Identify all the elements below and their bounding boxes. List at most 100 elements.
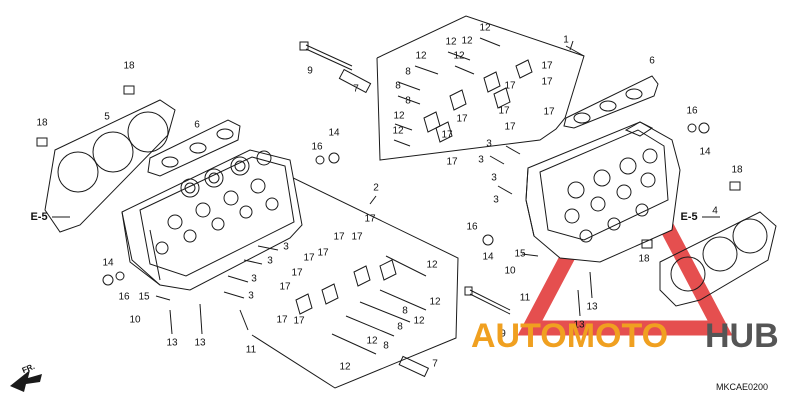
- callout-c18d: 18: [638, 253, 650, 265]
- bolt-9-upper: [299, 41, 353, 71]
- callout-c17i: 17: [543, 106, 555, 118]
- callout-c3c: 3: [491, 172, 497, 184]
- callout-c17p: 17: [279, 281, 291, 293]
- front-arrow-icon: [10, 370, 42, 392]
- callout-c15a: 15: [514, 248, 526, 260]
- dowel-18-d: [641, 239, 653, 249]
- bolts-upper: [393, 37, 533, 195]
- callout-c12k: 12: [366, 335, 378, 347]
- callout-c3g: 3: [251, 273, 257, 285]
- callout-c8f: 8: [383, 340, 389, 352]
- callout-c6a: 6: [649, 55, 655, 67]
- callout-c12c: 12: [415, 50, 427, 62]
- reference-r1: E-5: [30, 211, 48, 223]
- bolts-lower: [155, 245, 593, 355]
- callout-c15b: 15: [138, 291, 150, 303]
- callout-c8c: 8: [405, 95, 411, 107]
- callout-c16b: 16: [686, 105, 698, 117]
- callout-c11b: 11: [245, 344, 257, 356]
- callout-c17l: 17: [351, 231, 363, 243]
- callout-c12i: 12: [429, 296, 441, 308]
- assembly-box-2: [251, 157, 459, 389]
- cylinder-head-right: [525, 121, 681, 263]
- callout-c18b: 18: [36, 117, 48, 129]
- callout-c14a: 14: [328, 127, 340, 139]
- callout-c17a: 17: [541, 60, 553, 72]
- callout-c2: 2: [373, 182, 379, 194]
- callout-c17h: 17: [504, 121, 516, 133]
- nut-14-d: [102, 274, 114, 286]
- callout-c17c: 17: [504, 80, 516, 92]
- callout-c8d: 8: [402, 305, 408, 317]
- callout-c18c: 18: [731, 164, 743, 176]
- head-gasket-right: [659, 211, 777, 307]
- callout-c17q: 17: [276, 314, 288, 326]
- callout-c14d: 14: [102, 257, 114, 269]
- callout-c4: 4: [712, 205, 718, 217]
- callout-c13a: 13: [586, 301, 598, 313]
- callout-c11a: 11: [519, 292, 531, 304]
- callout-c14c: 14: [482, 251, 494, 263]
- head-gasket-left: [44, 99, 176, 233]
- nut-14-a: [328, 152, 340, 164]
- callout-c10b: 10: [129, 314, 141, 326]
- callout-c8a: 8: [405, 66, 411, 78]
- callout-c12b: 12: [445, 36, 457, 48]
- callout-c18a: 18: [123, 60, 135, 72]
- watermark-text-secondary: HUB: [705, 317, 779, 355]
- callout-c3f: 3: [267, 255, 273, 267]
- callout-c3a: 3: [486, 138, 492, 150]
- callout-c17e: 17: [456, 113, 468, 125]
- exhaust-gasket-left: [147, 119, 241, 177]
- callout-c5: 5: [104, 111, 110, 123]
- callout-c16a: 16: [311, 141, 323, 153]
- reference-r2: E-5: [680, 211, 698, 223]
- nut-14-c: [482, 234, 494, 246]
- callout-c17r: 17: [293, 315, 305, 327]
- callout-c16d: 16: [118, 291, 130, 303]
- washer-16-a: [315, 155, 325, 165]
- cylinder-head-left: [121, 149, 303, 291]
- assembly-box-1: [376, 15, 585, 161]
- callout-c16c: 16: [466, 221, 478, 233]
- callout-c9b: 9: [500, 328, 506, 340]
- callout-c17j: 17: [364, 213, 376, 225]
- nut-14-b: [698, 122, 710, 134]
- callout-c12e: 12: [453, 50, 465, 62]
- callout-c17m: 17: [317, 247, 329, 259]
- callout-c1: 1: [563, 34, 569, 46]
- callout-c3d: 3: [493, 194, 499, 206]
- callout-c12j: 12: [413, 315, 425, 327]
- callout-c17o: 17: [291, 267, 303, 279]
- washer-16-d: [115, 271, 125, 281]
- spark-plug-upper: [338, 68, 372, 94]
- callout-c8e: 8: [397, 321, 403, 333]
- exhaust-gasket-right: [563, 75, 659, 129]
- dowel-18-a: [123, 85, 135, 95]
- callout-c3h: 3: [248, 290, 254, 302]
- dowel-18-c: [729, 181, 741, 191]
- callout-c12f: 12: [393, 110, 405, 122]
- callout-c17d: 17: [498, 105, 510, 117]
- callout-c13b: 13: [573, 319, 585, 331]
- washer-16-b: [687, 123, 697, 133]
- dowel-18-b: [36, 137, 48, 147]
- callout-c12g: 12: [392, 125, 404, 137]
- callout-c17b: 17: [541, 76, 553, 88]
- callout-c17f: 17: [441, 129, 453, 141]
- callout-c12l: 12: [339, 361, 351, 373]
- callout-c13d: 13: [194, 337, 206, 349]
- watermark-text-primary: AUTOMOTO: [471, 317, 669, 355]
- callout-c12a: 12: [479, 22, 491, 34]
- bolt-9-lower: [464, 286, 511, 315]
- callout-c17k: 17: [333, 231, 345, 243]
- callout-c6b: 6: [194, 119, 200, 131]
- callout-c7a: 7: [353, 83, 359, 95]
- diagram-code: MKCAE0200: [716, 382, 769, 392]
- line-art: [36, 15, 777, 389]
- callout-c17g: 17: [446, 156, 458, 168]
- callout-c12d: 12: [461, 35, 473, 47]
- callout-c9a: 9: [307, 65, 313, 77]
